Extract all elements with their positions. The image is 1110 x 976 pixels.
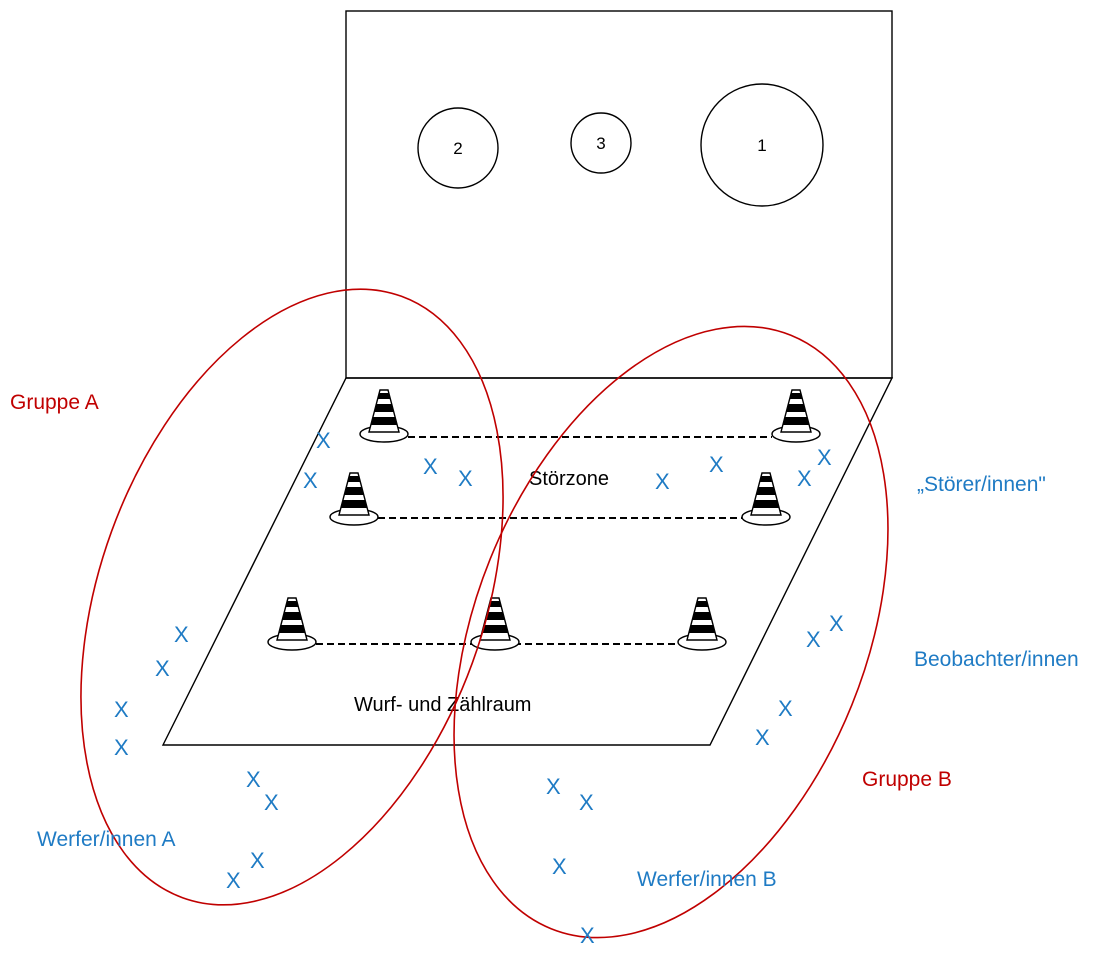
role-label-beobachter: Beobachter/innen [914, 648, 1079, 671]
target-wall [345, 10, 893, 379]
player-mark: X [155, 656, 170, 681]
player-mark: X [580, 923, 595, 948]
target-circle-3 [570, 112, 632, 174]
player-mark: X [817, 445, 832, 470]
cone-icon [771, 389, 821, 443]
player-mark: X [829, 611, 844, 636]
player-mark: X [114, 735, 129, 760]
player-mark: X [552, 854, 567, 879]
zone-label-stoerzone: Störzone [529, 468, 609, 490]
target-circle-1 [700, 83, 824, 207]
role-label-werfer-b: Werfer/innen B [637, 868, 777, 891]
player-mark: X [303, 468, 318, 493]
role-label-werfer-a: Werfer/innen A [37, 828, 176, 851]
player-mark: X [709, 452, 724, 477]
cone-icon [741, 472, 791, 526]
target-label-1: 1 [757, 136, 766, 155]
cone-icon [470, 597, 520, 651]
play-floor [161, 377, 894, 746]
player-mark: X [250, 848, 265, 873]
player-mark: X [114, 697, 129, 722]
player-mark: X [264, 790, 279, 815]
cone-icon [359, 389, 409, 443]
target-label-2: 2 [453, 139, 462, 158]
player-mark: X [316, 428, 331, 453]
cone-icon [267, 597, 317, 651]
player-mark: X [797, 466, 812, 491]
target-label-3: 3 [596, 134, 605, 153]
role-label-stoerer: „Störer/innen" [917, 473, 1046, 496]
player-mark: X [579, 790, 594, 815]
cone-icon [677, 597, 727, 651]
zone-label-wurfraum: Wurf- und Zählraum [354, 694, 531, 716]
player-mark: X [423, 454, 438, 479]
player-mark: X [458, 466, 473, 491]
group-b-ellipse [453, 325, 889, 939]
cone-icon [329, 472, 379, 526]
target-circle-2 [417, 107, 499, 189]
player-mark: X [755, 725, 770, 750]
player-mark: X [778, 696, 793, 721]
player-mark: X [546, 774, 561, 799]
player-mark: X [246, 767, 261, 792]
group-a-label: Gruppe A [10, 391, 99, 414]
player-mark: X [226, 868, 241, 893]
group-b-label: Gruppe B [862, 768, 952, 791]
player-mark: X [174, 622, 189, 647]
group-a-ellipse [80, 288, 504, 906]
player-mark: X [806, 627, 821, 652]
player-mark: X [655, 469, 670, 494]
